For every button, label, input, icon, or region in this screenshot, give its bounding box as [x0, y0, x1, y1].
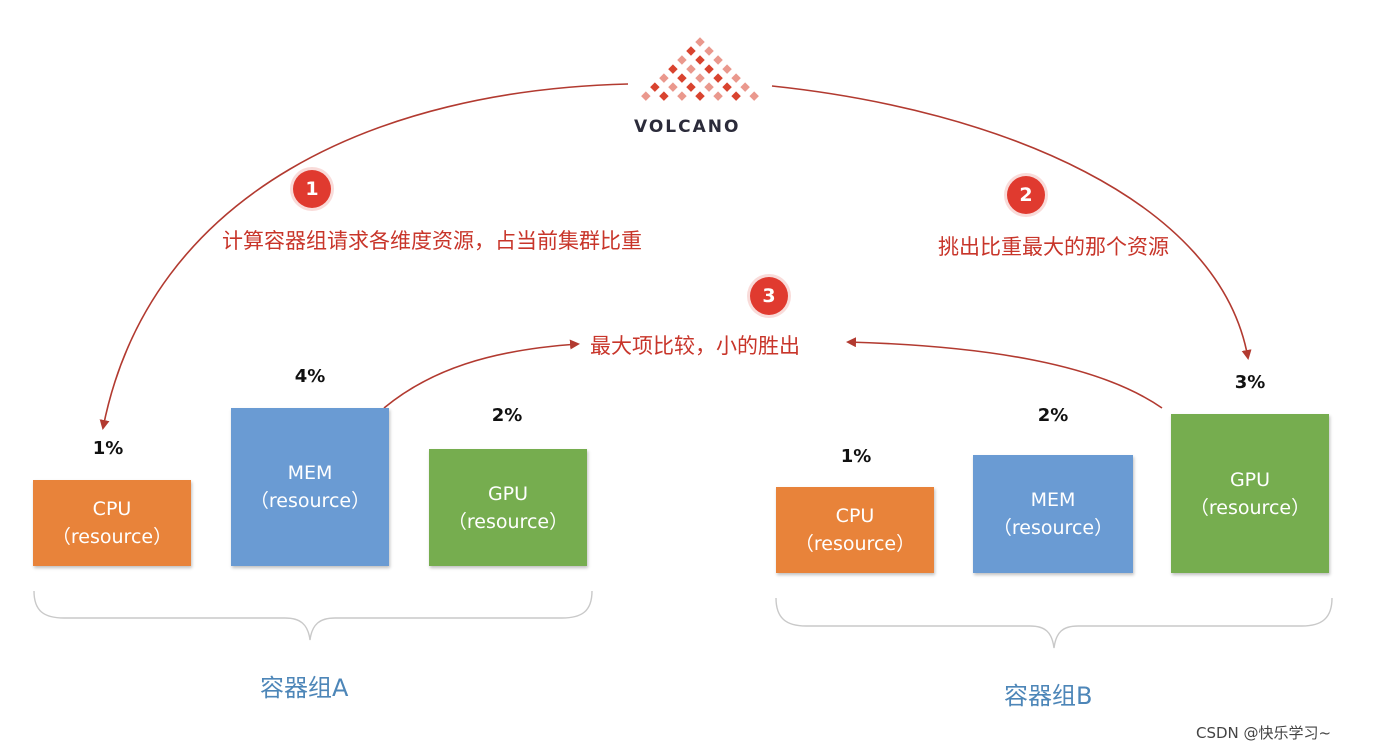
logo-diamond — [695, 55, 705, 65]
group-b-gpu-percent: 3% — [1234, 372, 1266, 393]
logo-diamond — [704, 46, 714, 56]
step-1-text: 计算容器组请求各维度资源，占当前集群比重 — [222, 229, 642, 253]
logo-diamond — [668, 64, 678, 74]
group-a-mem-percent: 4% — [294, 366, 326, 387]
logo-diamond — [686, 64, 696, 74]
resource-sub: （resource） — [794, 533, 916, 555]
logo-diamond — [695, 37, 705, 47]
logo-diamond — [686, 46, 696, 56]
step-2-text: 挑出比重最大的那个资源 — [938, 235, 1169, 259]
arrow-gpu-to-compare — [846, 337, 1163, 409]
group-b-cpu-bar: CPU （resource） — [776, 487, 934, 573]
logo-diamond — [731, 73, 741, 83]
resource-name: CPU — [835, 505, 875, 527]
brace-group-a — [33, 590, 593, 641]
logo-diamond — [731, 91, 741, 101]
logo-diamond — [713, 91, 723, 101]
logo-diamond — [677, 73, 687, 83]
logo-diamond — [704, 82, 714, 92]
resource-sub: （resource） — [447, 510, 569, 533]
group-b-label: 容器组B — [1004, 682, 1093, 710]
logo-diamond — [704, 64, 714, 74]
logo-diamond — [659, 91, 669, 101]
resource-sub: （resource） — [249, 490, 371, 512]
logo-diamond — [668, 82, 678, 92]
resource-name: CPU — [92, 498, 132, 520]
group-a-cpu-percent: 1% — [92, 438, 124, 459]
group-a-gpu-percent: 2% — [491, 405, 523, 426]
resource-name: GPU — [487, 482, 529, 505]
logo-diamond — [659, 73, 669, 83]
logo-diamond — [641, 91, 651, 101]
step-3-text: 最大项比较，小的胜出 — [590, 334, 800, 358]
group-b-mem-bar: MEM （resource） — [973, 455, 1133, 573]
arrow-volcano-to-group-b — [771, 85, 1252, 360]
logo-diamond — [650, 82, 660, 92]
group-a-gpu-bar: GPU （resource） — [429, 449, 587, 566]
logo-diamond — [695, 73, 705, 83]
logo-diamond — [749, 91, 759, 101]
resource-sub: （resource） — [1189, 496, 1311, 519]
group-a-cpu-bar: CPU （resource） — [33, 480, 191, 566]
logo-diamond — [713, 73, 723, 83]
group-b-mem-percent: 2% — [1037, 405, 1069, 426]
group-a-label: 容器组A — [260, 674, 349, 702]
logo-diamond — [677, 55, 687, 65]
resource-sub: （resource） — [992, 517, 1114, 539]
watermark: CSDN @快乐学习~ — [1196, 724, 1332, 742]
logo-diamond — [740, 82, 750, 92]
resource-name: GPU — [1229, 468, 1271, 491]
step-1-badge: 1 — [293, 170, 331, 208]
group-a-mem-bar: MEM （resource） — [231, 408, 389, 566]
logo-diamond — [695, 91, 705, 101]
volcano-logo-icon — [641, 37, 759, 101]
step-3-badge: 3 — [750, 277, 788, 315]
group-b-cpu-percent: 1% — [840, 446, 872, 467]
logo-diamond — [677, 91, 687, 101]
logo-diamond — [722, 64, 732, 74]
volcano-logo-text: VOLCANO — [634, 117, 741, 137]
logo-diamond — [686, 82, 696, 92]
arrow-mem-to-compare — [383, 339, 580, 409]
arrow-volcano-to-group-a — [99, 83, 629, 430]
brace-group-b — [775, 597, 1333, 649]
step-2-badge: 2 — [1007, 176, 1045, 214]
resource-sub: （resource） — [51, 526, 173, 548]
group-b-gpu-bar: GPU （resource） — [1171, 414, 1329, 573]
resource-name: MEM — [287, 462, 333, 484]
logo-diamond — [722, 82, 732, 92]
logo-diamond — [713, 55, 723, 65]
resource-name: MEM — [1030, 489, 1076, 511]
